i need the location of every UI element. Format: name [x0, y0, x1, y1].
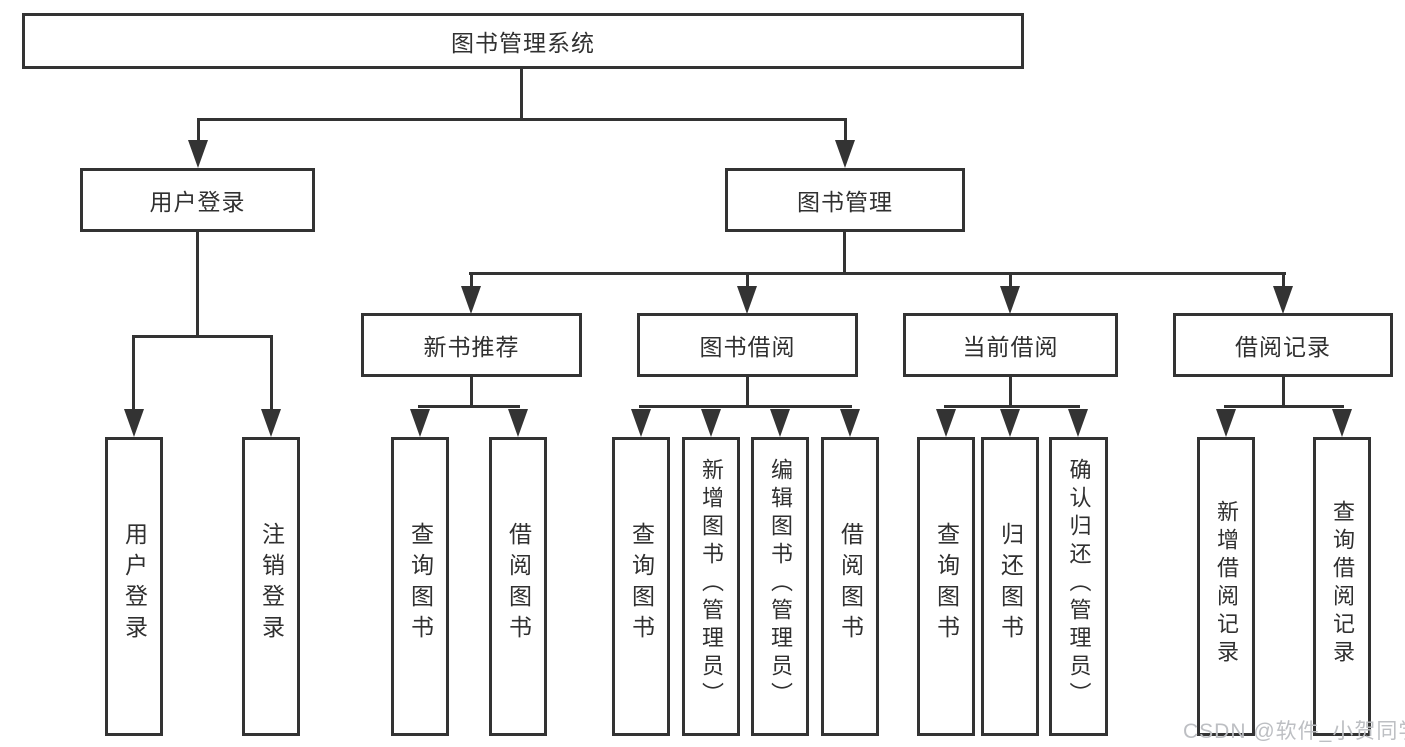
leaf-bor-add-books-admin: 新增图书（管理员） [682, 437, 740, 736]
leaf-rec-borrow-books: 借阅图书 [489, 437, 547, 736]
node-new-book-recommendation: 新书推荐 [361, 313, 582, 377]
arrowhead-down [737, 286, 757, 314]
connector-line [470, 272, 473, 289]
connector-line [196, 232, 199, 338]
connector-line [746, 377, 749, 407]
arrowhead-down [701, 409, 721, 437]
leaf-recd-query-borrow-record: 查询借阅记录 [1313, 437, 1371, 736]
leaf-logout: 注销登录 [242, 437, 300, 736]
connector-line [270, 335, 273, 412]
arrowhead-down [1000, 286, 1020, 314]
leaf-recd-add-borrow-record: 新增借阅记录 [1197, 437, 1255, 736]
arrowhead-down [188, 140, 208, 168]
leaf-cur-return-books: 归还图书 [981, 437, 1039, 736]
connector-line [639, 405, 852, 408]
connector-line [746, 272, 749, 289]
leaf-rec-query-books: 查询图书 [391, 437, 449, 736]
connector-line [197, 118, 200, 144]
node-book-borrowing: 图书借阅 [637, 313, 858, 377]
connector-line [1009, 272, 1012, 289]
leaf-cur-confirm-return-admin: 确认归还（管理员） [1049, 437, 1108, 736]
connector-line [197, 118, 847, 121]
connector-line [520, 67, 523, 120]
node-book-management: 图书管理 [725, 168, 965, 232]
watermark-text: CSDN @软件_小贺同学 [1183, 720, 1405, 743]
connector-line [1224, 405, 1344, 408]
arrowhead-down [261, 409, 281, 437]
arrowhead-down [936, 409, 956, 437]
arrowhead-down [410, 409, 430, 437]
connector-line [1009, 377, 1012, 407]
arrowhead-down [631, 409, 651, 437]
arrowhead-down [461, 286, 481, 314]
arrowhead-down [1068, 409, 1088, 437]
connector-line [470, 377, 473, 407]
connector-line [469, 272, 1286, 275]
connector-line [1282, 272, 1285, 289]
arrowhead-down [1216, 409, 1236, 437]
arrowhead-down [840, 409, 860, 437]
leaf-cur-query-books: 查询图书 [917, 437, 975, 736]
node-user-login: 用户登录 [80, 168, 315, 232]
leaf-user-login: 用户登录 [105, 437, 163, 736]
leaf-bor-borrow-books: 借阅图书 [821, 437, 879, 736]
arrowhead-down [1000, 409, 1020, 437]
arrowhead-down [508, 409, 528, 437]
leaf-bor-query-books: 查询图书 [612, 437, 670, 736]
connector-line [944, 405, 1080, 408]
node-current-borrowing: 当前借阅 [903, 313, 1118, 377]
connector-line [1282, 377, 1285, 407]
arrowhead-down [770, 409, 790, 437]
node-library-management-system: 图书管理系统 [22, 13, 1024, 69]
arrowhead-down [1273, 286, 1293, 314]
connector-line [843, 232, 846, 275]
arrowhead-down [835, 140, 855, 168]
connector-line [132, 335, 135, 412]
connector-line [844, 118, 847, 144]
connector-line [418, 405, 520, 408]
arrowhead-down [1332, 409, 1352, 437]
connector-line [132, 335, 273, 338]
leaf-bor-edit-books-admin: 编辑图书（管理员） [751, 437, 809, 736]
node-borrowing-records: 借阅记录 [1173, 313, 1393, 377]
arrowhead-down [124, 409, 144, 437]
